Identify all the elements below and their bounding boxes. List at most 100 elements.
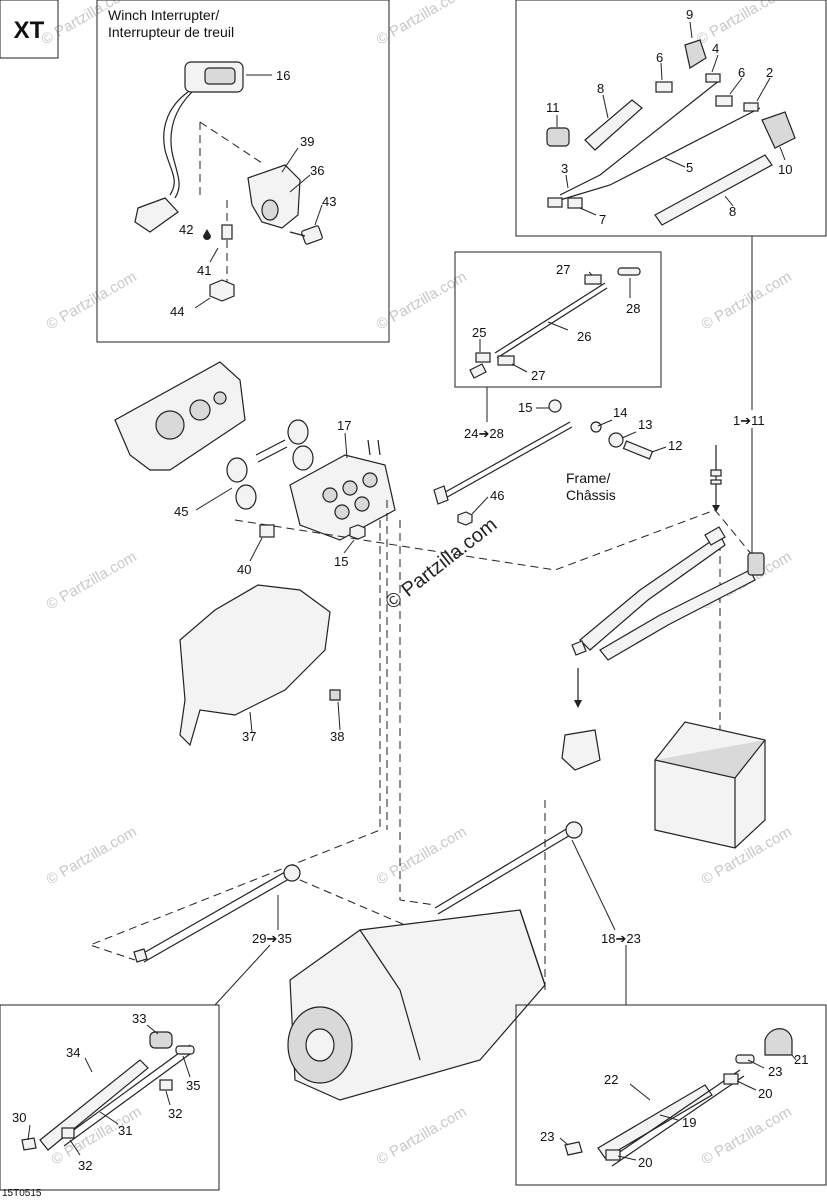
terminal-boot-icon xyxy=(149,1031,173,1049)
callout-44: 44 xyxy=(170,304,184,319)
ring-terminal-icon xyxy=(133,948,148,963)
callout-12: 12 xyxy=(668,438,682,453)
callout-16: 16 xyxy=(276,68,290,83)
callout-31: 31 xyxy=(118,1123,132,1138)
ring-terminal-icon xyxy=(564,1141,583,1156)
solenoid-icon xyxy=(289,439,396,541)
sleeve-icon xyxy=(159,1079,173,1091)
callout-41: 41 xyxy=(197,263,211,278)
sleeve-icon xyxy=(497,355,515,366)
bolt-icon xyxy=(622,440,654,460)
callout-15: 15 xyxy=(334,554,348,569)
nut-icon xyxy=(194,240,235,309)
callout-33: 33 xyxy=(132,1011,146,1026)
callout-8: 8 xyxy=(597,81,604,96)
terminal-boot-icon xyxy=(546,127,570,147)
sleeve-icon xyxy=(715,95,733,107)
callout-45: 45 xyxy=(174,504,188,519)
callout-20: 20 xyxy=(638,1155,652,1170)
callout-11: 11 xyxy=(546,100,560,115)
terminal-icon xyxy=(743,102,759,112)
callout-15: 15 xyxy=(518,400,532,415)
terminal-icon xyxy=(475,352,491,363)
battery-icon xyxy=(654,721,766,849)
sleeve-icon xyxy=(605,1149,621,1161)
watermark: © Partzilla.com xyxy=(44,823,140,888)
watermark: © Partzilla.com xyxy=(374,823,470,888)
terminal-icon xyxy=(547,197,563,208)
callout-13: 13 xyxy=(638,417,652,432)
switch-bracket-icon xyxy=(199,121,311,229)
insulator-icon xyxy=(226,419,314,510)
callout-3: 3 xyxy=(561,161,568,176)
callout-30: 30 xyxy=(12,1110,26,1125)
nut-icon xyxy=(457,511,473,526)
callout-39: 39 xyxy=(300,134,314,149)
washer-icon xyxy=(590,421,602,433)
terminal-boot-icon xyxy=(565,821,583,839)
cable-loom-icon xyxy=(654,154,773,226)
callout-42: 42 xyxy=(179,222,193,237)
callout-27: 27 xyxy=(531,368,545,383)
sleeve-icon xyxy=(567,197,583,209)
callout-23: 23 xyxy=(540,1129,554,1144)
cable-loom-icon xyxy=(599,569,756,661)
nut-icon xyxy=(349,524,366,540)
ring-terminal-icon xyxy=(704,526,726,546)
callout-21: 21 xyxy=(794,1052,808,1067)
frame-label-line1: Frame/ xyxy=(566,470,610,486)
winch-motor-icon xyxy=(287,909,546,1101)
callout-4: 4 xyxy=(712,41,719,56)
ring-terminal-icon xyxy=(469,363,487,379)
terminal-boot-icon xyxy=(283,864,301,882)
cable-loom-icon xyxy=(579,534,726,651)
terminal-icon xyxy=(705,73,721,83)
callout-46: 46 xyxy=(490,488,504,503)
terminal-boot-icon xyxy=(764,1028,793,1056)
winch-switch-icon xyxy=(134,61,272,233)
callout-9: 9 xyxy=(686,7,693,22)
terminal-icon xyxy=(175,1045,195,1055)
frame-label-line2: Châssis xyxy=(566,487,616,503)
callout-27: 27 xyxy=(556,262,570,277)
nut-icon xyxy=(548,399,562,413)
screw-icon xyxy=(203,200,233,263)
callout-26: 26 xyxy=(577,329,591,344)
range-24-28: 24➔28 xyxy=(464,426,504,441)
model-badge-text: XT xyxy=(14,17,45,44)
washer-icon xyxy=(608,432,624,448)
watermark: © Partzilla.com xyxy=(374,1103,470,1168)
cable-loom-icon xyxy=(584,99,643,151)
cable-loom-icon xyxy=(597,1084,713,1159)
callout-22: 22 xyxy=(604,1072,618,1087)
model-badge: XT xyxy=(0,0,59,59)
winch-title-line1: Winch Interrupter/ xyxy=(108,7,219,23)
callout-17: 17 xyxy=(337,418,351,433)
watermark: © Partzilla.com xyxy=(699,268,795,333)
solenoid-cover-icon xyxy=(179,584,341,747)
winch-power-cable-panel: 21 23 20 22 19 23 20 xyxy=(515,1004,827,1186)
callout-14: 14 xyxy=(613,405,627,420)
callout-19: 19 xyxy=(682,1115,696,1130)
callout-34: 34 xyxy=(66,1045,80,1060)
ring-terminal-icon xyxy=(571,640,587,656)
sleeve-icon xyxy=(723,1073,739,1085)
winch-title-line2: Interrupteur de treuil xyxy=(108,24,234,40)
starter-solenoid-icon xyxy=(561,668,601,771)
sleeve-icon xyxy=(655,81,673,93)
range-18-23: 18➔23 xyxy=(601,931,641,946)
callout-40: 40 xyxy=(237,562,251,577)
callout-20: 20 xyxy=(758,1086,772,1101)
ground-cable-panel: 27 28 26 25 27 xyxy=(454,251,662,388)
callout-2: 2 xyxy=(766,65,773,80)
terminal-boot-icon xyxy=(747,552,765,576)
diagram-code: 15T0515 xyxy=(2,1188,42,1199)
watermark-large: © Partzilla.com xyxy=(382,514,502,614)
dash-panel-icon xyxy=(114,361,246,471)
watermark: © Partzilla.com xyxy=(44,268,140,333)
sleeve-icon xyxy=(584,274,602,285)
range-1-11: 1➔11 xyxy=(733,413,765,428)
range-29-35: 29➔35 xyxy=(252,931,292,946)
terminal-bolt-icon xyxy=(710,445,722,512)
